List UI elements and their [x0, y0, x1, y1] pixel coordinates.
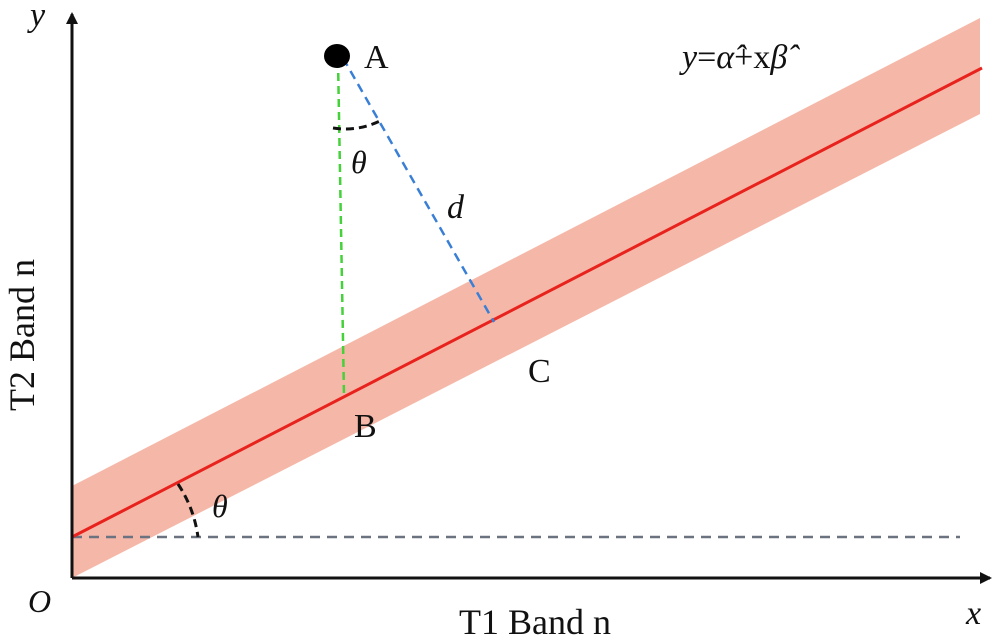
equation-lhs: y: [679, 39, 698, 76]
angle-arc-top: [332, 118, 383, 131]
equation-equals: =: [697, 39, 716, 76]
point-b-label: B: [354, 408, 377, 445]
y-axis-title: T2 Band n: [2, 259, 42, 411]
origin-label: O: [28, 583, 51, 619]
x-axis-title: T1 Band n: [459, 602, 611, 641]
point-c-label: C: [528, 353, 551, 390]
theta-bottom-label: θ: [212, 488, 228, 524]
regression-equation: y=α̂+xβ̂: [679, 39, 800, 76]
angle-arc-bottom: [176, 483, 200, 538]
point-a-marker: [324, 44, 350, 68]
regression-line: [71, 66, 983, 539]
equation-plus-x: +x: [734, 39, 770, 76]
confidence-band: [72, 18, 980, 578]
x-axis-letter: x: [965, 595, 981, 632]
y-axis-letter: y: [27, 0, 46, 34]
theta-top-label: θ: [351, 144, 367, 180]
perpendicular-dashed-line-ac: [341, 57, 496, 323]
equation-beta: β̂: [769, 39, 800, 76]
vertical-dashed-line-ab: [336, 59, 346, 397]
point-a-label: A: [364, 39, 389, 76]
distance-label: d: [447, 189, 465, 226]
